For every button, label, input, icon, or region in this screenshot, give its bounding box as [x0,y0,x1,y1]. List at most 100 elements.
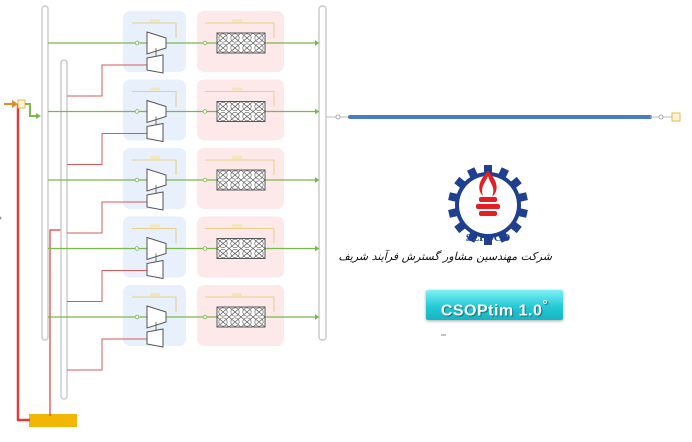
sepdco-logo: SEPDCO [448,165,528,245]
feed-line [16,104,30,422]
valve-icon[interactable] [134,40,140,46]
gear-tooth [448,192,460,203]
bypass-line [205,22,275,38]
valve-icon[interactable] [202,109,208,114]
compressor-icon[interactable] [146,168,167,192]
valve-icon[interactable] [134,177,140,183]
valve-icon[interactable] [134,314,140,320]
cooler-cross [240,32,254,44]
gear-tooth [484,235,492,245]
recycle-header[interactable] [60,59,68,400]
export-node[interactable] [335,114,341,120]
tag-label [232,19,242,22]
cooler-cross [240,101,254,112]
feed-arrow-icon[interactable] [4,100,18,108]
cooler-cross [252,32,266,44]
compressor-icon[interactable] [146,305,167,329]
compressor-icon[interactable] [146,99,167,124]
driver-icon[interactable] [146,54,164,74]
gas-arrow-icon [315,314,319,320]
fan-icon [254,180,264,190]
bypass-line [205,91,275,107]
discharge-header[interactable] [318,5,327,341]
cooler-cross [240,169,254,181]
export-terminal[interactable] [671,112,681,122]
compressor-icon[interactable] [146,31,167,55]
suction-header[interactable] [41,5,49,341]
bypass-line [205,159,275,175]
gear-tooth [516,207,528,218]
valve-icon[interactable] [202,314,208,320]
cooler-bank-icon[interactable] [216,169,266,191]
driver-icon[interactable] [146,259,164,280]
tag-label [150,224,160,228]
cooler-bank-icon[interactable] [216,238,266,259]
driver-icon[interactable] [146,191,164,211]
driver-icon[interactable] [146,122,164,143]
driver-icon[interactable] [146,328,164,348]
cooler-cross [216,111,230,122]
company-name: شرکت مهندسین مشاور گسترش فرآیند شریف [338,250,552,263]
cooler-cross [216,248,230,259]
fan-icon [218,180,228,190]
fan-icon [242,43,252,53]
feed-inlet-block[interactable] [17,99,26,109]
tag-label [232,156,242,159]
fan-icon [254,170,264,180]
fan-icon [254,43,264,53]
cooler-cross [252,316,266,328]
gear-tooth [454,176,468,190]
valve-icon[interactable] [134,109,140,114]
fan-icon [230,170,240,180]
fan-icon [218,307,228,317]
compressor-icon[interactable] [146,236,167,261]
cooler-bank-icon[interactable] [216,101,266,122]
logo-text: SEPDCO [466,232,511,244]
cooler-cross [252,111,266,122]
bypass-line [132,228,177,244]
fan-icon [254,112,264,122]
cooler-cross [228,101,242,112]
cooler-bank-icon[interactable] [216,306,266,328]
fan-icon [230,307,240,317]
cooler-cross [228,306,242,318]
recycle-line [67,133,147,165]
cooler-cross [252,306,266,318]
app-title-button[interactable]: CSOPtim 1.0° [426,290,563,320]
cooler-cross [216,32,230,44]
tag-label [232,293,242,296]
cooler-bank-icon[interactable] [216,32,266,54]
gear-tooth [508,220,522,234]
cooler-cross [240,111,254,122]
gear-tooth [448,207,460,218]
tag-label [150,19,160,22]
tag-label [232,224,242,228]
fan-icon [242,33,252,43]
fan-icon [230,239,240,249]
cooler-cross [228,169,242,181]
train-2 [48,79,319,165]
fan-icon [218,43,228,53]
bypass-line [132,91,177,107]
cooler-cross [228,248,242,259]
cooler-cross [240,306,254,318]
gear-tooth [516,192,528,203]
recycle-line [67,270,147,302]
fan-icon [254,317,264,327]
fan-icon [218,239,228,249]
gas-arrow-icon [315,108,319,115]
gear-tooth [467,230,479,243]
cooler-cross [216,101,230,112]
supply-bar[interactable] [29,414,77,427]
valve-icon[interactable] [202,177,208,183]
left-edge-marker [0,216,2,220]
feed-line-riser [49,229,64,416]
export-outlet-node[interactable] [658,114,664,120]
valve-icon[interactable] [202,246,208,251]
valve-icon[interactable] [202,40,208,46]
fan-icon [218,102,228,112]
valve-icon[interactable] [134,246,140,251]
fan-icon [230,249,240,259]
bypass-line [205,296,275,312]
